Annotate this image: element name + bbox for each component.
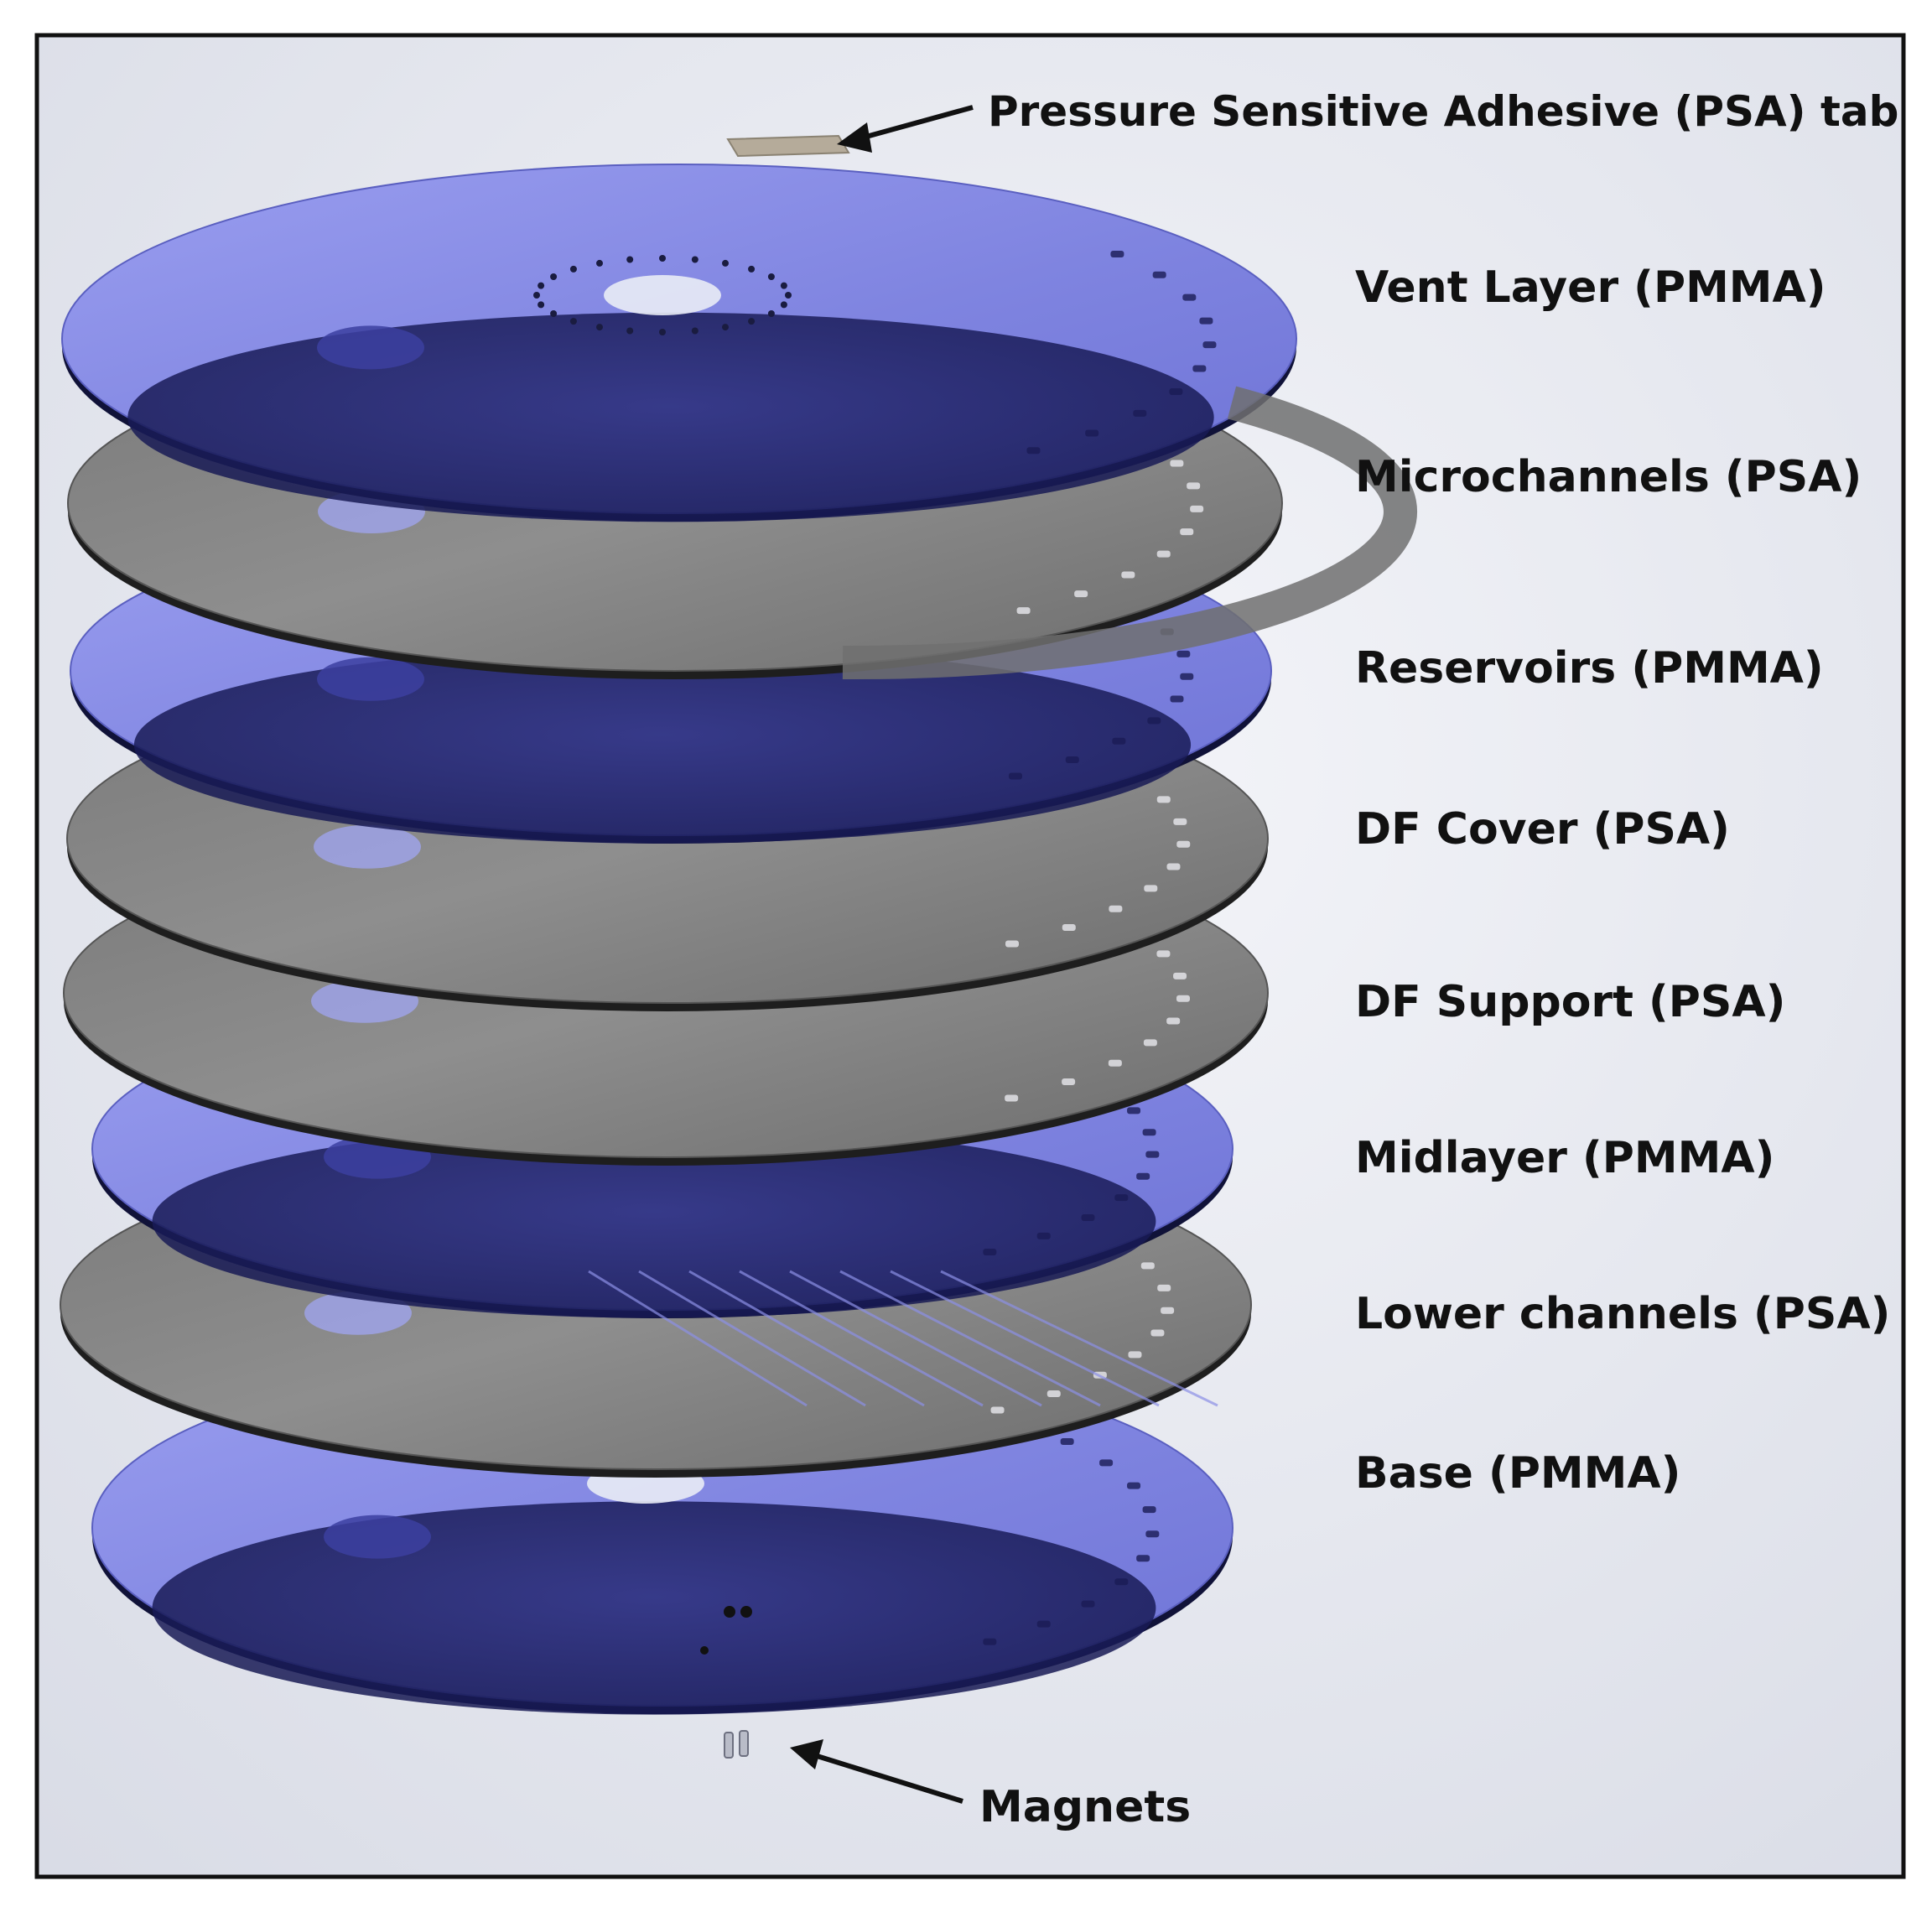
label-df-support: DF Support (PSA) <box>1355 977 1785 1027</box>
psa-tab-label: Pressure Sensitive Adhesive (PSA) tab <box>988 87 1898 136</box>
disc-vent <box>61 164 1297 522</box>
psa-tab-arrow <box>837 105 974 153</box>
label-base: Base (PMMA) <box>1355 1448 1680 1499</box>
label-lower-channels: Lower channels (PSA) <box>1355 1289 1890 1339</box>
label-vent-layer: Vent Layer (PMMA) <box>1355 262 1826 313</box>
layer-labels: Vent Layer (PMMA) Microchannels (PSA) Re… <box>1355 262 1890 1499</box>
psa-tab-graphic <box>726 134 850 158</box>
magnets-arrow <box>790 1739 963 1804</box>
label-midlayer: Midlayer (PMMA) <box>1355 1133 1774 1183</box>
label-microchannels: Microchannels (PSA) <box>1355 452 1862 502</box>
magnets-label: Magnets <box>979 1782 1191 1832</box>
label-reservoirs: Reservoirs (PMMA) <box>1355 643 1824 694</box>
disc-stack <box>60 164 1418 1715</box>
label-df-cover: DF Cover (PSA) <box>1355 804 1730 855</box>
magnets-graphic <box>724 1730 749 1759</box>
